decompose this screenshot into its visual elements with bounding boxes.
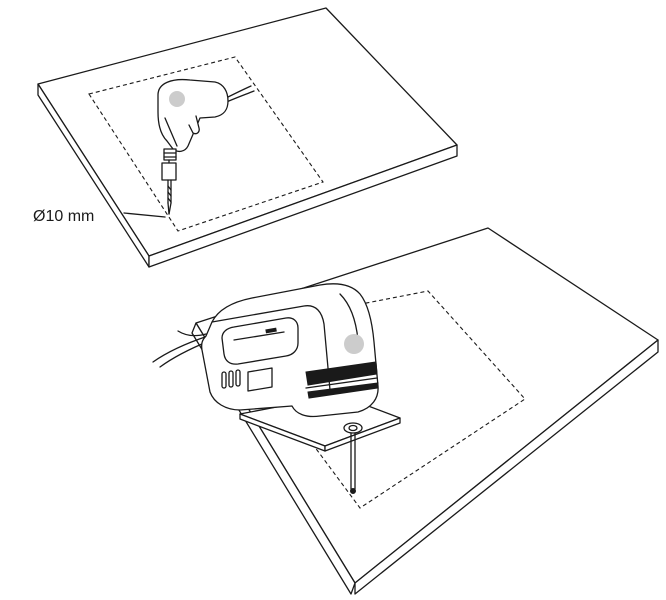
hole-size-label: Ø10 mm — [33, 208, 94, 225]
worktop-panel-top — [37, 7, 458, 268]
jigsaw-icon — [152, 283, 401, 494]
drill-marker-dot — [169, 91, 185, 107]
callout-leader-line — [123, 212, 166, 218]
cutout-outline-top — [88, 56, 324, 232]
hole-size-callout: Ø10 mm — [33, 208, 166, 225]
jigsaw-marker-dot — [344, 334, 364, 354]
drill-icon — [157, 78, 255, 215]
